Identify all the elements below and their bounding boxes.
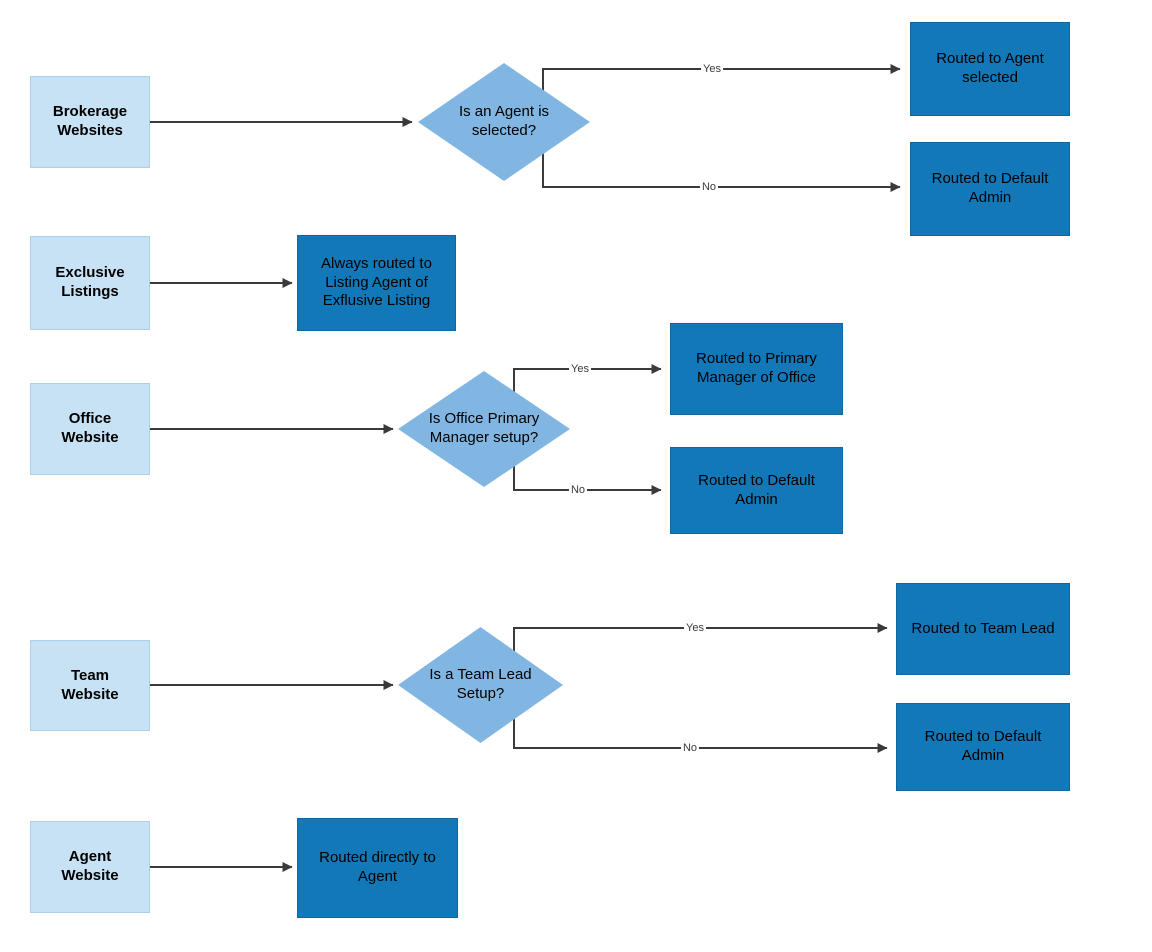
node-office-website: Office Website [30, 383, 150, 475]
node-team-website: Team Website [30, 640, 150, 731]
node-routed-to-primary-manager: Routed to Primary Manager of Office [670, 323, 843, 415]
edge-label-brokerage-yes: Yes [701, 63, 723, 75]
edge-label-team-yes: Yes [684, 622, 706, 634]
node-label: Is Office Primary Manager setup? [428, 410, 540, 446]
edge-team-yes [513, 623, 888, 685]
node-label: Routed to Default Admin [924, 728, 1042, 764]
node-label: Agent Website [61, 848, 119, 884]
node-brokerage-websites: Brokerage Websites [30, 76, 150, 168]
edge-label-office-no: No [568, 484, 588, 496]
edge-label-brokerage-no: No [699, 181, 719, 193]
node-routed-directly-to-agent: Routed directly to Agent [297, 818, 458, 918]
node-routed-to-agent-selected: Routed to Agent selected [910, 22, 1070, 116]
node-routed-to-default-admin-office: Routed to Default Admin [670, 447, 843, 534]
node-label: Routed to Team Lead [911, 619, 1055, 637]
node-label: Team Website [61, 666, 119, 703]
node-label: Routed to Primary Manager of Office [696, 350, 817, 386]
node-label: Office Website [61, 410, 119, 446]
node-routed-to-default-admin-team: Routed to Default Admin [896, 703, 1070, 791]
edge-label-office-yes: Yes [569, 363, 591, 375]
node-label: Is a Team Lead Setup? [429, 666, 532, 702]
edge-label-team-no: No [680, 742, 700, 754]
node-label: Routed to Default Admin [931, 170, 1049, 206]
edge-brokerage-no [542, 122, 901, 192]
node-label: Is an Agent is selected? [458, 103, 550, 139]
node-always-routed-listing-agent: Always routed to Listing Agent of Exflus… [297, 235, 456, 331]
node-agent-website: Agent Website [30, 821, 150, 913]
node-label: Routed to Agent selected [936, 50, 1044, 86]
node-label: Routed to Default Admin [698, 471, 815, 508]
node-label: Brokerage Websites [52, 103, 128, 139]
edge-team-no [513, 685, 888, 753]
node-label: Always routed to Listing Agent of Exflus… [321, 254, 432, 310]
node-routed-to-team-lead: Routed to Team Lead [896, 583, 1070, 675]
node-exclusive-listings: Exclusive Listings [30, 236, 150, 330]
node-label: Exclusive Listings [55, 264, 125, 300]
node-label: Routed directly to Agent [319, 849, 436, 885]
node-routed-to-default-admin-brokerage: Routed to Default Admin [910, 142, 1070, 236]
edge-brokerage-yes [542, 64, 901, 122]
